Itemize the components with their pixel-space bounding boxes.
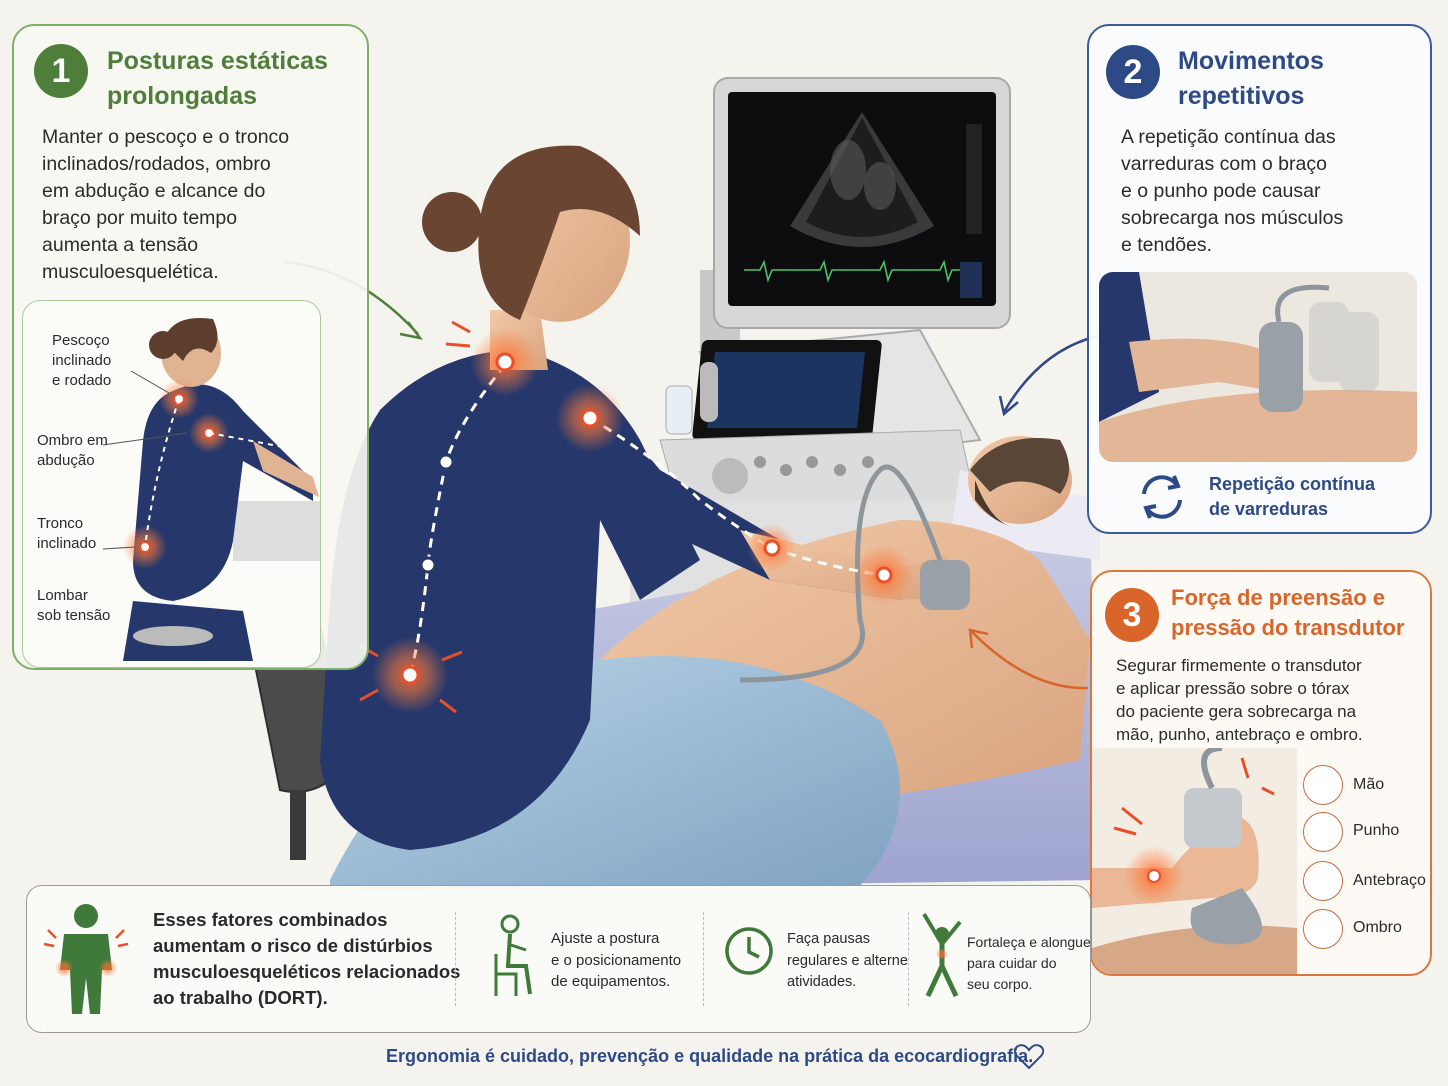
card2-description: A repetição contínua das varreduras com … [1121, 124, 1343, 259]
card1-title: Posturas estáticas prolongadas [107, 44, 328, 114]
card1-text-line: musculoesquelética. [42, 261, 219, 283]
clock-icon [725, 927, 773, 975]
card1-description: Manter o pescoço e o tronco inclinados/r… [42, 124, 289, 286]
card2-title: Movimentos repetitivos [1178, 44, 1324, 114]
card2-text-line: sobrecarga nos músculos [1121, 207, 1344, 229]
label-line: inclinado [37, 535, 97, 552]
forearm-icon [1303, 861, 1343, 901]
cycle-arrows-icon [1142, 475, 1182, 519]
label-line: sob tensão [37, 607, 111, 624]
heart-icon [1014, 1044, 1044, 1070]
tip-line: Fortaleça e alongue [967, 934, 1091, 950]
card2-caption-line1: Repetição contínua [1209, 474, 1376, 494]
body-part-wrist: Punho [1353, 822, 1400, 839]
card3-text-line: do paciente gera sobrecarga na [1116, 702, 1357, 721]
label-trunk: Tronco inclinado [37, 514, 96, 554]
hand-grip-figure [1092, 748, 1297, 974]
seated-posture-icon [494, 914, 532, 996]
body-pain-icon [43, 904, 129, 1014]
card2-text-line: e tendões. [1121, 234, 1213, 256]
card3-description: Segurar firmemente o transdutor e aplica… [1116, 654, 1363, 746]
tip-posture: Ajuste a postura e o posicionamento de e… [551, 928, 681, 993]
risk-line: ao trabalho (DORT). [153, 987, 328, 1008]
posture-inset-illustration [22, 300, 321, 668]
tip-line: regulares e alterne [787, 952, 908, 969]
scanning-sweep-illustration [1099, 272, 1417, 462]
card1-text-line: braço por muito tempo [42, 207, 238, 229]
tip-line: seu corpo. [967, 976, 1033, 992]
risk-line: Esses fatores combinados [153, 909, 388, 930]
tip-line: e o posicionamento [551, 951, 682, 969]
label-line: Ombro em [37, 432, 108, 449]
shoulder-icon [1303, 909, 1343, 949]
grip-illustration [1092, 748, 1297, 974]
card3-title-line2: pressão do transdutor [1171, 615, 1405, 640]
label-neck: Pescoço inclinado e rodado [52, 331, 111, 391]
card2-text-line: A repetição contínua das [1121, 126, 1336, 148]
body-part-shoulder: Ombro [1353, 919, 1402, 936]
card2-caption-line2: de varreduras [1209, 499, 1329, 519]
card1-number-badge: 1 [34, 44, 88, 98]
label-shoulder: Ombro em abdução [37, 431, 108, 471]
label-line: abdução [37, 452, 95, 469]
tip-line: de equipamentos. [551, 973, 671, 990]
risk-line: aumentam o risco de distúrbios [153, 935, 433, 956]
card3-text-line: Segurar firmemente o transdutor [1116, 656, 1362, 675]
card3-text-line: mão, punho, antebraço e ombro. [1116, 725, 1363, 744]
hand-icon [1303, 765, 1343, 805]
tip-line: Ajuste a postura [551, 930, 660, 947]
label-line: Tronco [37, 515, 84, 532]
risk-statement: Esses fatores combinados aumentam o risc… [153, 907, 460, 1011]
body-part-hand: Mão [1353, 776, 1385, 793]
card1-text-line: Manter o pescoço e o tronco [42, 126, 290, 148]
body-part-forearm: Antebraço [1353, 872, 1426, 889]
tip-line: atividades. [787, 974, 857, 990]
divider [703, 912, 704, 1006]
card2-text-line: e o punho pode causar [1121, 180, 1321, 202]
probe-sweep-figure [1099, 272, 1417, 462]
footer-message: Ergonomia é cuidado, prevenção e qualida… [386, 1046, 1034, 1066]
summary-bar [26, 885, 1091, 1033]
card2-text-line: varreduras com o braço [1121, 153, 1327, 175]
divider [455, 912, 456, 1006]
card2-title-line1: Movimentos [1178, 47, 1324, 75]
label-line: Pescoço [52, 332, 110, 349]
card3-title-line1: Força de preensão e [1171, 585, 1385, 610]
card3-title: Força de preensão e pressão do transduto… [1171, 583, 1404, 643]
wrist-icon [1303, 812, 1343, 852]
card1-text-line: inclinados/rodados, ombro [42, 153, 271, 175]
tip-line: para cuidar do [967, 955, 1057, 971]
card1-title-line1: Posturas estáticas [107, 47, 328, 75]
card3-text-line: e aplicar pressão sobre o tórax [1116, 679, 1350, 698]
divider [908, 912, 909, 1006]
seated-sonographer-figure [102, 317, 320, 661]
card3-number-badge: 3 [1105, 588, 1159, 642]
tip-breaks: Faça pausas regulares e alterne atividad… [787, 929, 908, 994]
card2-caption: Repetição contínua de varreduras [1209, 472, 1375, 522]
card1-text-line: aumenta a tensão [42, 234, 199, 256]
risk-line: musculoesqueléticos relacionados [153, 961, 461, 982]
label-line: e rodado [52, 372, 112, 389]
label-line: inclinado [52, 352, 112, 369]
card2-number-badge: 2 [1106, 45, 1160, 99]
label-lumbar: Lombar sob tensão [37, 586, 110, 626]
label-line: Lombar [37, 587, 88, 604]
stretch-icon [922, 912, 962, 998]
tip-stretch: Fortaleça e alongue para cuidar do seu c… [967, 932, 1091, 995]
pain-points [359, 320, 914, 714]
card2-title-line2: repetitivos [1178, 82, 1305, 110]
card1-title-line2: prolongadas [107, 82, 258, 110]
card1-text-line: em abdução e alcance do [42, 180, 266, 202]
tip-line: Faça pausas [787, 931, 871, 947]
